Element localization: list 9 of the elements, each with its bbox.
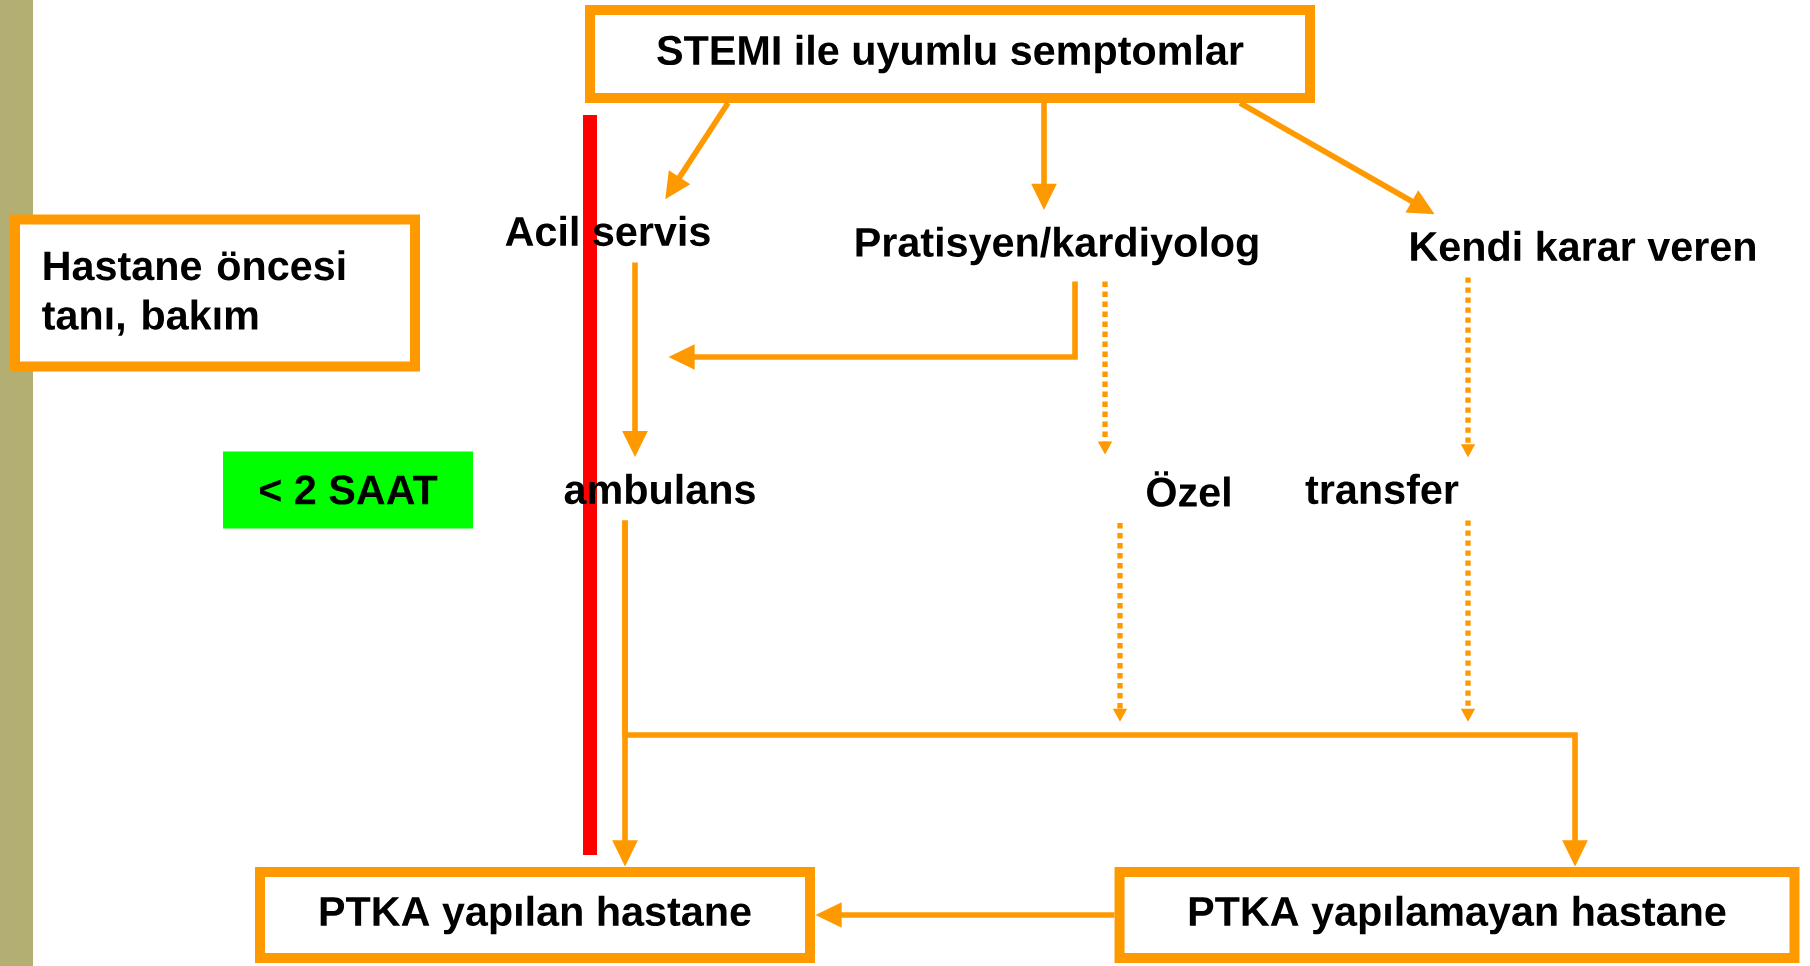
time-badge: < 2 SAAT — [223, 451, 473, 529]
step-label: Kendi karar veren — [1411, 230, 1755, 262]
text-box: PTKA yapılan hastane — [255, 867, 815, 963]
text-box: Hastane öncesi tanı, bakım — [10, 214, 420, 372]
step-label: Özel — [1147, 471, 1230, 507]
step-label: transfer — [1305, 473, 1459, 505]
text-box: STEMI ile uyumlu semptomlar — [585, 5, 1315, 103]
step-label: Pratisyen/kardiyolog — [856, 226, 1258, 266]
text-box: PTKA yapılamayan hastane — [1114, 867, 1800, 963]
